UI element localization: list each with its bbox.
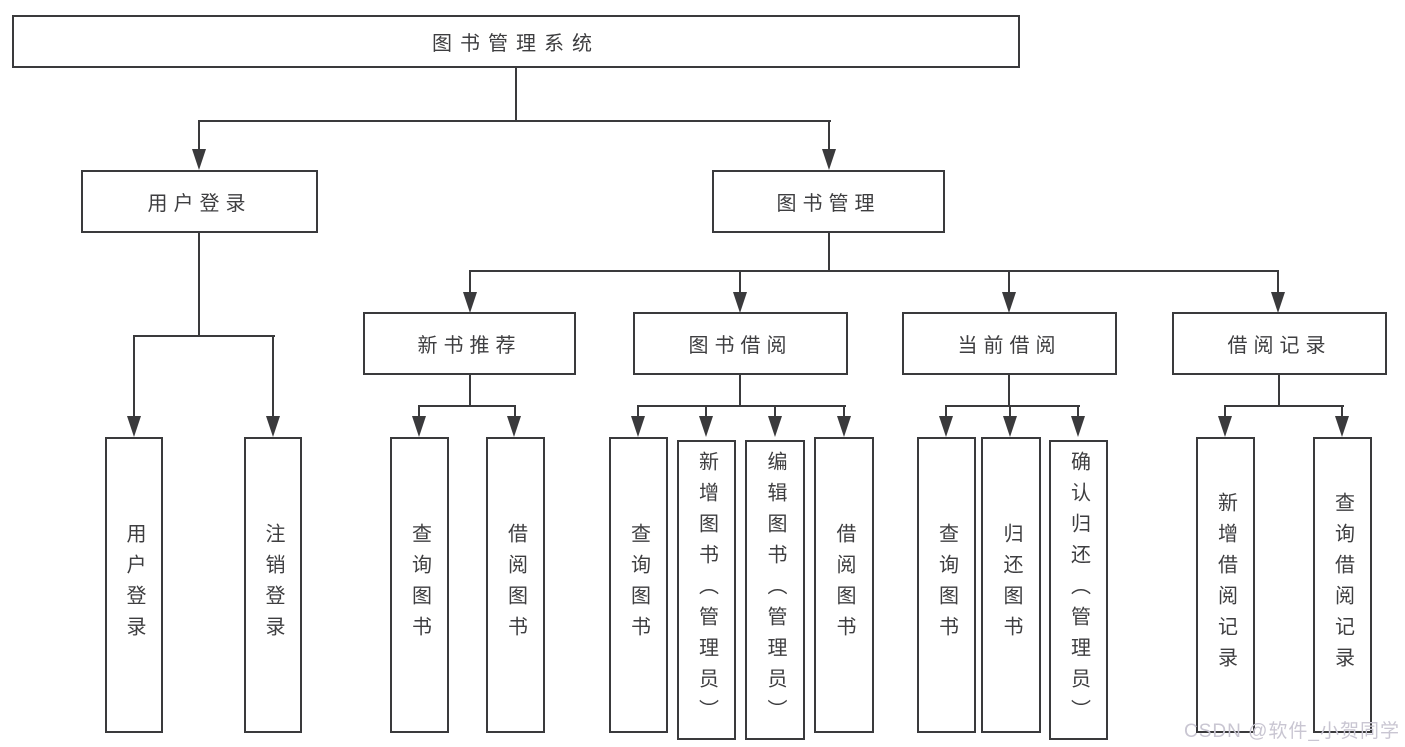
edge-to-bb-query: [637, 405, 639, 419]
edge-user-login-stem: [198, 231, 200, 337]
watermark: CSDN @软件_小贺同学: [1184, 721, 1400, 742]
edge-to-cb-query: [945, 405, 947, 419]
arrowhead-down-icon: [1003, 416, 1017, 437]
edge-to-br-add: [1224, 405, 1226, 419]
node-borrowing-records: 借阅记录: [1172, 312, 1387, 375]
arrowhead-down-icon: [266, 416, 280, 437]
leaf-cb-return-books-label: 归还图书: [1000, 523, 1022, 647]
arrowhead-down-icon: [1071, 416, 1085, 437]
leaf-nbr-borrow-books: 借阅图书: [486, 437, 545, 733]
leaf-cb-return-books: 归还图书: [981, 437, 1041, 733]
leaf-bb-add-books-admin: 新增图书（管理员）: [677, 440, 736, 740]
edge-bb-split: [637, 405, 846, 407]
leaf-bb-query-books-label: 查询图书: [627, 523, 650, 647]
leaf-cb-confirm-return-admin-label: 确认归还（管理员）: [1067, 450, 1090, 730]
edge-book-mgmt-stem: [828, 231, 830, 272]
arrowhead-down-icon: [939, 416, 953, 437]
node-current-borrowing: 当前借阅: [902, 312, 1117, 375]
leaf-logout: 注销登录: [244, 437, 302, 733]
node-book-management-label: 图书管理: [776, 193, 881, 215]
node-book-borrowing-label: 图书借阅: [688, 335, 793, 357]
arrowhead-down-icon: [1335, 416, 1349, 437]
node-new-book-recommend-label: 新书推荐: [417, 335, 522, 357]
edge-to-bb-borrow: [843, 405, 845, 419]
leaf-cb-query-books-label: 查询图书: [935, 523, 958, 647]
node-book-borrowing: 图书借阅: [633, 312, 848, 375]
edge-to-new-book-rec: [469, 270, 471, 295]
edge-book-mgmt-split: [469, 270, 1279, 272]
leaf-bb-edit-books-admin: 编辑图书（管理员）: [745, 440, 805, 740]
edge-to-bb-add: [705, 405, 707, 419]
leaf-bb-add-books-admin-label: 新增图书（管理员）: [695, 450, 718, 730]
arrowhead-down-icon: [192, 149, 206, 170]
edge-to-book-borrow: [739, 270, 741, 295]
edge-to-book-mgmt: [828, 120, 830, 152]
arrowhead-down-icon: [1002, 292, 1016, 313]
arrowhead-down-icon: [699, 416, 713, 437]
arrowhead-down-icon: [631, 416, 645, 437]
leaf-nbr-query-books-label: 查询图书: [408, 523, 431, 647]
node-borrowing-records-label: 借阅记录: [1227, 335, 1332, 357]
edge-bb-stem: [739, 373, 741, 407]
edge-br-stem: [1278, 373, 1280, 407]
edge-to-leaf-logout: [272, 335, 274, 419]
arrowhead-down-icon: [822, 149, 836, 170]
leaf-bb-query-books: 查询图书: [609, 437, 668, 733]
edge-to-current-borrow: [1008, 270, 1010, 295]
leaf-bb-borrow-books: 借阅图书: [814, 437, 874, 733]
node-book-management: 图书管理: [712, 170, 945, 233]
node-current-borrowing-label: 当前借阅: [957, 335, 1062, 357]
leaf-bb-borrow-books-label: 借阅图书: [833, 523, 855, 647]
edge-user-login-split: [133, 335, 275, 337]
arrowhead-down-icon: [1218, 416, 1232, 437]
edge-cb-split: [945, 405, 1080, 407]
arrowhead-down-icon: [127, 416, 141, 437]
leaf-br-add-record-label: 新增借阅记录: [1214, 492, 1237, 678]
leaf-user-login-label: 用户登录: [123, 523, 145, 647]
edge-nbr-stem: [469, 373, 471, 407]
leaf-bb-edit-books-admin-label: 编辑图书（管理员）: [764, 450, 786, 730]
node-new-book-recommend: 新书推荐: [363, 312, 576, 375]
leaf-cb-query-books: 查询图书: [917, 437, 976, 733]
edge-nbr-split: [418, 405, 516, 407]
leaf-br-add-record: 新增借阅记录: [1196, 437, 1255, 733]
edge-root-stem: [515, 66, 517, 122]
edge-to-bb-edit: [774, 405, 776, 419]
edge-to-nbr-borrow: [514, 405, 516, 419]
edge-to-nbr-query: [418, 405, 420, 419]
edge-to-leaf-user-login: [133, 335, 135, 419]
arrowhead-down-icon: [412, 416, 426, 437]
leaf-nbr-query-books: 查询图书: [390, 437, 449, 733]
leaf-br-query-record-label: 查询借阅记录: [1331, 492, 1354, 678]
edge-to-cb-confirm: [1077, 405, 1079, 419]
edge-to-cb-return: [1009, 405, 1011, 419]
edge-cb-stem: [1008, 373, 1010, 407]
leaf-user-login: 用户登录: [105, 437, 163, 733]
edge-to-br-query: [1341, 405, 1343, 419]
arrowhead-down-icon: [837, 416, 851, 437]
leaf-nbr-borrow-books-label: 借阅图书: [504, 523, 527, 647]
arrowhead-down-icon: [768, 416, 782, 437]
node-library-system-label: 图书管理系统: [432, 33, 600, 55]
edge-to-user-login: [198, 120, 200, 152]
arrowhead-down-icon: [507, 416, 521, 437]
edge-br-split: [1224, 405, 1344, 407]
node-library-system: 图书管理系统: [12, 15, 1020, 68]
node-user-login-label: 用户登录: [147, 193, 252, 215]
arrowhead-down-icon: [463, 292, 477, 313]
node-user-login: 用户登录: [81, 170, 318, 233]
arrowhead-down-icon: [1271, 292, 1285, 313]
leaf-cb-confirm-return-admin: 确认归还（管理员）: [1049, 440, 1108, 740]
leaf-br-query-record: 查询借阅记录: [1313, 437, 1372, 733]
arrowhead-down-icon: [733, 292, 747, 313]
edge-to-borrow-records: [1277, 270, 1279, 295]
edge-root-split: [198, 120, 831, 122]
leaf-logout-label: 注销登录: [262, 523, 284, 647]
